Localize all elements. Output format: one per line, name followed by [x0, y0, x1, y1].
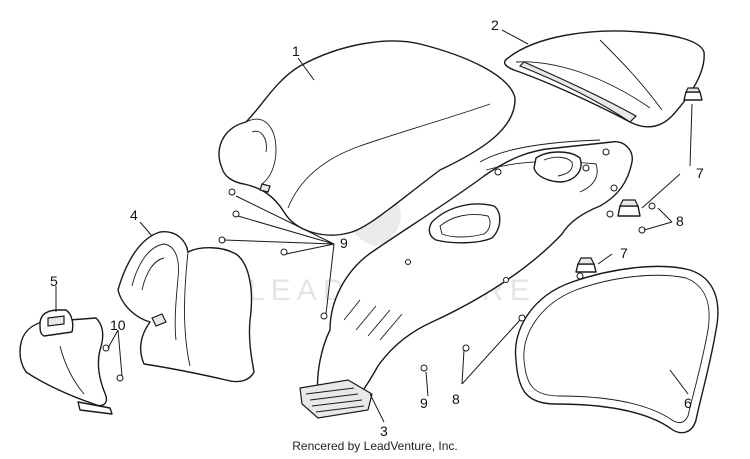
part-7-buffers	[575, 87, 703, 273]
part-3-undertray	[299, 139, 633, 419]
callout-numbers: 1 2 3 4 5 6 7 7 8 8 9 9 10	[50, 17, 704, 439]
callout-5: 5	[50, 273, 58, 289]
callout-3: 3	[380, 423, 388, 439]
callout-8-bottom: 8	[452, 391, 460, 407]
callout-9-upper: 9	[340, 235, 348, 251]
callout-9-lower: 9	[420, 395, 428, 411]
part-4-side-cover	[117, 231, 255, 383]
part-5-small-cover	[19, 309, 113, 415]
leader-lines	[55, 29, 693, 423]
callout-10: 10	[110, 317, 126, 333]
callout-8-right: 8	[676, 213, 684, 229]
callout-7-upper: 7	[696, 165, 704, 181]
callout-6: 6	[684, 395, 692, 411]
callout-7-lower: 7	[620, 245, 628, 261]
credit-line: Rencered by LeadVenture, Inc.	[292, 439, 458, 453]
part-2-cover	[503, 30, 705, 128]
part-6-seal	[514, 265, 719, 434]
part-1-seat	[218, 40, 516, 236]
callout-2: 2	[491, 17, 499, 33]
callout-4: 4	[130, 207, 138, 223]
callout-1: 1	[292, 43, 300, 59]
